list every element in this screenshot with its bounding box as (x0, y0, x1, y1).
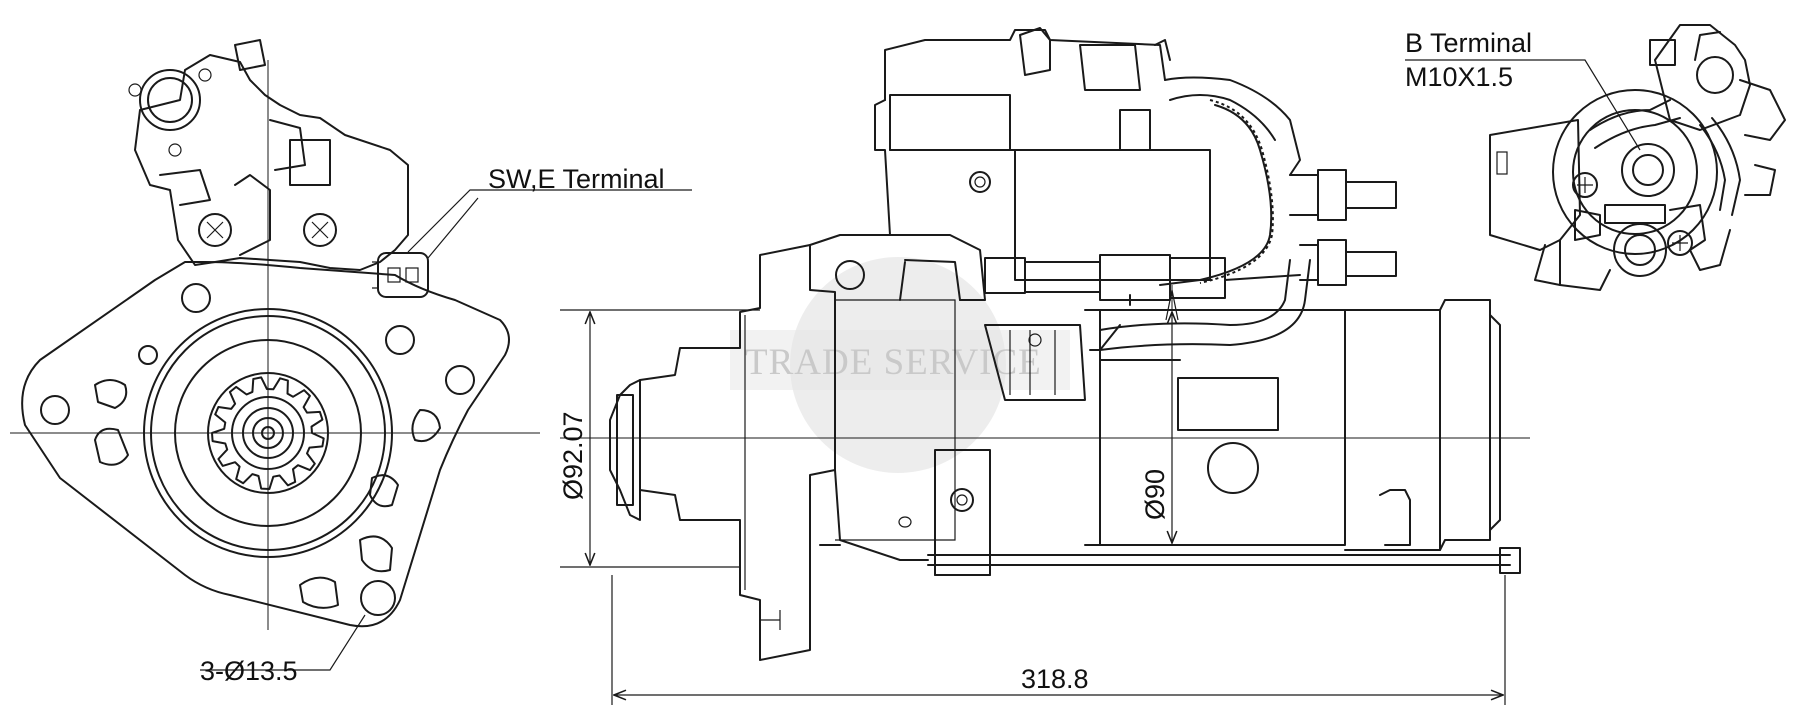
dimension-pilot-diameter (560, 309, 760, 568)
svg-text:TRADE SERVICE: TRADE SERVICE (745, 342, 1042, 383)
dimension-overall-length (611, 575, 1506, 705)
sw-e-connector (372, 252, 429, 298)
mount-hole-top (181, 283, 211, 313)
side-view: TRADE SERVICE (560, 27, 1530, 661)
side-connector (984, 254, 1226, 306)
pilot-diameter-label: Ø92.07 (558, 411, 588, 500)
mount-hole-bottom (360, 580, 396, 616)
front-solenoid-housing (128, 39, 409, 271)
overall-length-label: 318.8 (1021, 664, 1089, 694)
mounting-flange (21, 261, 510, 628)
b-terminal-label: B Terminal (1405, 28, 1532, 58)
mount-holes-label: 3-Ø13.5 (200, 656, 298, 686)
b-terminal-thread-label: M10X1.5 (1405, 62, 1513, 92)
rear-view (1405, 24, 1786, 291)
body-diameter-label: Ø90 (1140, 469, 1170, 520)
b-terminal-post (1621, 143, 1675, 197)
watermark: TRADE SERVICE (730, 257, 1070, 473)
sw-e-terminal-label: SW,E Terminal (488, 164, 665, 194)
front-view (10, 39, 692, 671)
